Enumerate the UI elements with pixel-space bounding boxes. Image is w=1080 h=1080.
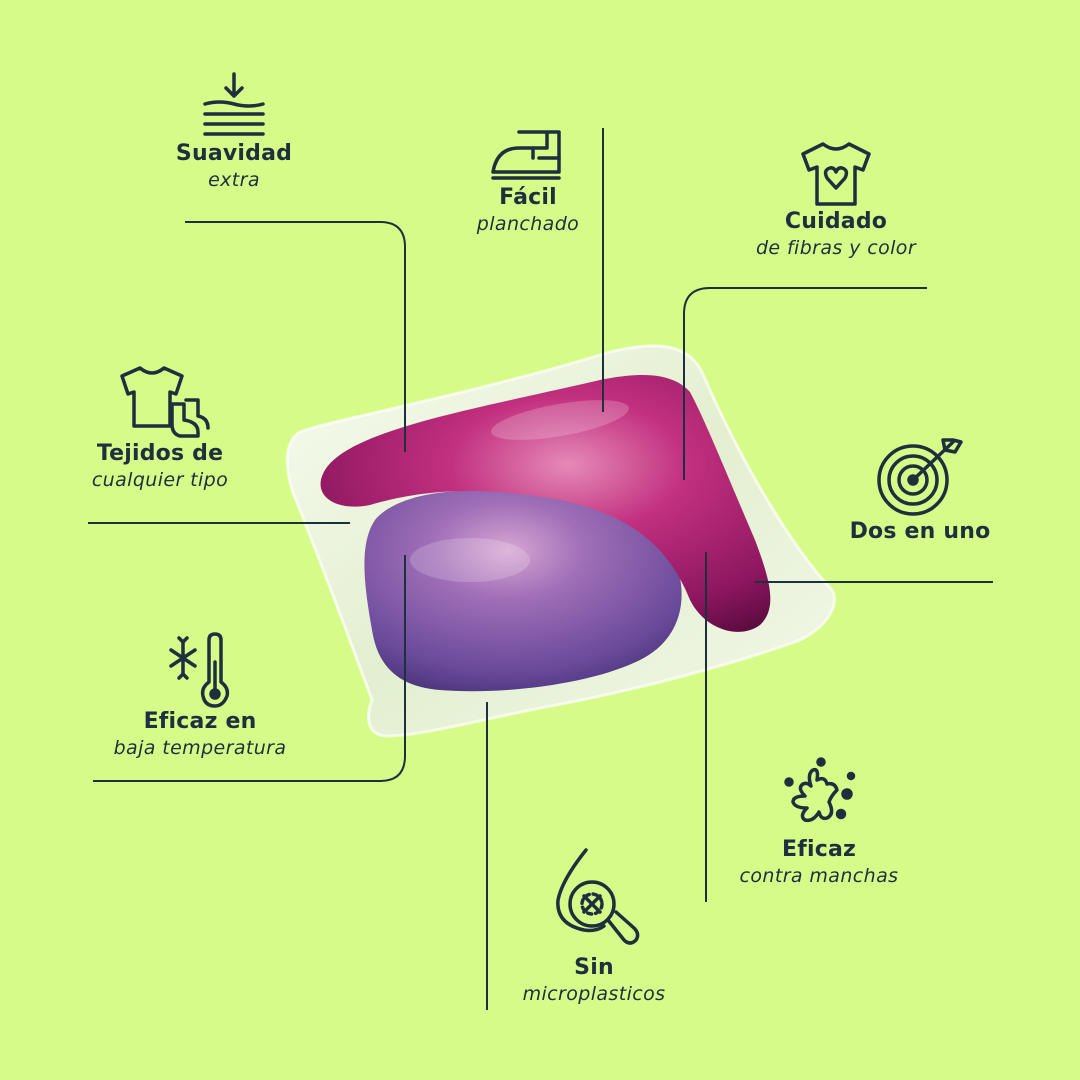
iron-icon: [491, 130, 561, 180]
stain-splash-icon: [784, 757, 856, 823]
feature-title: Suavidad: [175, 141, 293, 166]
feature-subtitle: extra: [208, 169, 260, 191]
feature-eficaz-en: Eficaz en baja temperatura: [90, 632, 310, 760]
drop-magnifier-icon: [556, 848, 640, 945]
snowflake-thermometer-icon: [169, 632, 230, 708]
feature-dos-en-uno: Dos en uno: [840, 434, 1000, 546]
tshirt-heart-icon: [801, 142, 871, 206]
feature-cuidado: Cuidado de fibras y color: [726, 140, 946, 260]
feature-sin: Sin microplasticos: [494, 846, 694, 1006]
capsule-purple-compartment: [364, 490, 682, 692]
feature-title: Sin: [574, 955, 614, 980]
feature-eficaz-manchas: Eficaz contra manchas: [714, 756, 924, 888]
layers-down-arrow-icon: [203, 72, 265, 136]
feature-title: Dos en uno: [849, 519, 991, 544]
capsule-highlight: [410, 538, 530, 582]
feature-subtitle: microplasticos: [522, 983, 666, 1005]
feature-subtitle: contra manchas: [739, 865, 899, 887]
feature-facil: Fácil planchado: [448, 122, 608, 236]
feature-title: Eficaz: [781, 837, 857, 862]
feature-title: Eficaz en: [143, 709, 257, 734]
feature-subtitle: baja temperatura: [113, 737, 287, 759]
feature-tejidos: Tejidos de cualquier tipo: [70, 364, 250, 492]
feature-subtitle: cualquier tipo: [91, 469, 229, 491]
capsule-highlight: [491, 400, 629, 440]
feature-suavidad: Suavidad extra: [154, 70, 314, 192]
feature-title: Fácil: [499, 185, 557, 210]
capsule-magenta-compartment: [320, 375, 771, 632]
connector-cuidado: [683, 287, 927, 480]
feature-subtitle: de fibras y color: [755, 237, 917, 259]
feature-title: Tejidos de: [96, 441, 224, 466]
connector-suavidad: [185, 221, 406, 452]
feature-subtitle: planchado: [476, 213, 580, 235]
feature-title: Cuidado: [784, 209, 888, 234]
target-arrow-icon: [877, 438, 963, 516]
clothes-socks-icon: [120, 366, 210, 438]
connector-eficaz-en: [93, 555, 406, 782]
